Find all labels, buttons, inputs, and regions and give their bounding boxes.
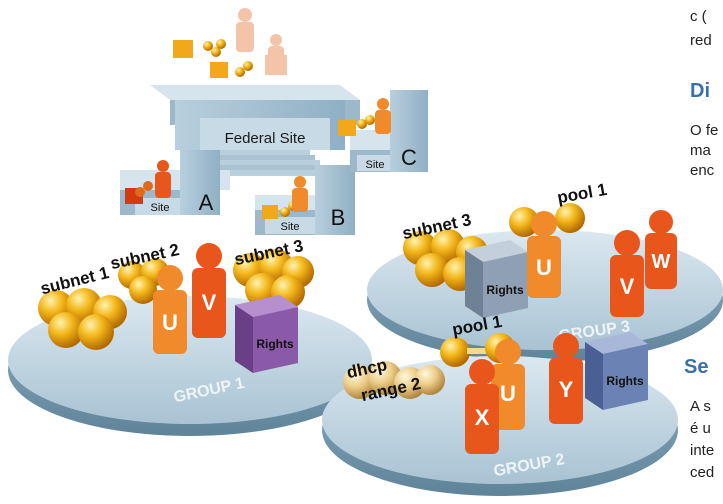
group2-rights-label: Rights <box>606 374 644 388</box>
site-b-label: Site <box>281 221 300 233</box>
side-text-line: red <box>690 32 712 49</box>
svg-text:U: U <box>500 381 516 406</box>
group3-user-v: V <box>610 230 644 317</box>
site-letter-b: B <box>331 205 346 230</box>
group3-rights-label: Rights <box>486 283 524 297</box>
side-text-line: inte <box>690 442 715 459</box>
group3-pool-label: pool 1 <box>556 180 609 207</box>
side-text-line: enc <box>690 162 715 179</box>
federal-building-complex: Federal Site Site A Site B Site C <box>120 8 428 235</box>
person-icon <box>155 8 391 212</box>
group3-pool-spheres <box>509 203 585 237</box>
group1-subnet1-cluster <box>38 288 127 350</box>
side-text-line: ma <box>690 142 711 159</box>
section-heading: Se <box>684 356 709 378</box>
side-text-line: O fe <box>690 122 719 139</box>
cube-icon <box>338 120 356 136</box>
svg-text:V: V <box>620 274 635 299</box>
cube-icon <box>262 205 278 219</box>
group2-dhcp-cluster <box>343 361 445 399</box>
group2-rights-box: Rights <box>585 332 648 410</box>
site-a-label: Site <box>151 202 170 214</box>
group3-user-u: U <box>527 211 561 298</box>
site-c-label: Site <box>366 159 385 171</box>
side-text-line: é u <box>690 420 711 437</box>
site-letter-a: A <box>199 190 214 215</box>
group1-subnet2-cluster <box>118 258 169 304</box>
side-text-line: c ( <box>690 8 707 25</box>
section-heading: Di <box>690 80 710 102</box>
side-text-line: A s <box>690 398 711 415</box>
group1-rights-label: Rights <box>256 337 294 351</box>
group1-user-v: V <box>192 243 226 338</box>
site-letter-c: C <box>401 145 417 170</box>
group2-user-y: Y <box>549 333 583 424</box>
federal-site-label: Federal Site <box>225 130 306 147</box>
group1-user-u: U <box>153 265 187 354</box>
svg-text:V: V <box>202 290 217 315</box>
side-text-line: ced <box>690 464 715 481</box>
group1-rights-box: Rights <box>235 295 298 373</box>
svg-text:U: U <box>162 310 178 335</box>
group2-user-x: X <box>465 359 499 454</box>
svg-text:Y: Y <box>559 377 574 402</box>
cube-icon <box>210 62 228 78</box>
svg-text:W: W <box>652 251 671 273</box>
group3-user-w: W <box>645 210 677 289</box>
svg-text:U: U <box>536 255 552 280</box>
group3-rights-box: Rights <box>465 240 528 318</box>
group2-user-u: U <box>491 339 525 430</box>
svg-text:X: X <box>475 405 490 430</box>
cube-icon <box>173 40 193 58</box>
